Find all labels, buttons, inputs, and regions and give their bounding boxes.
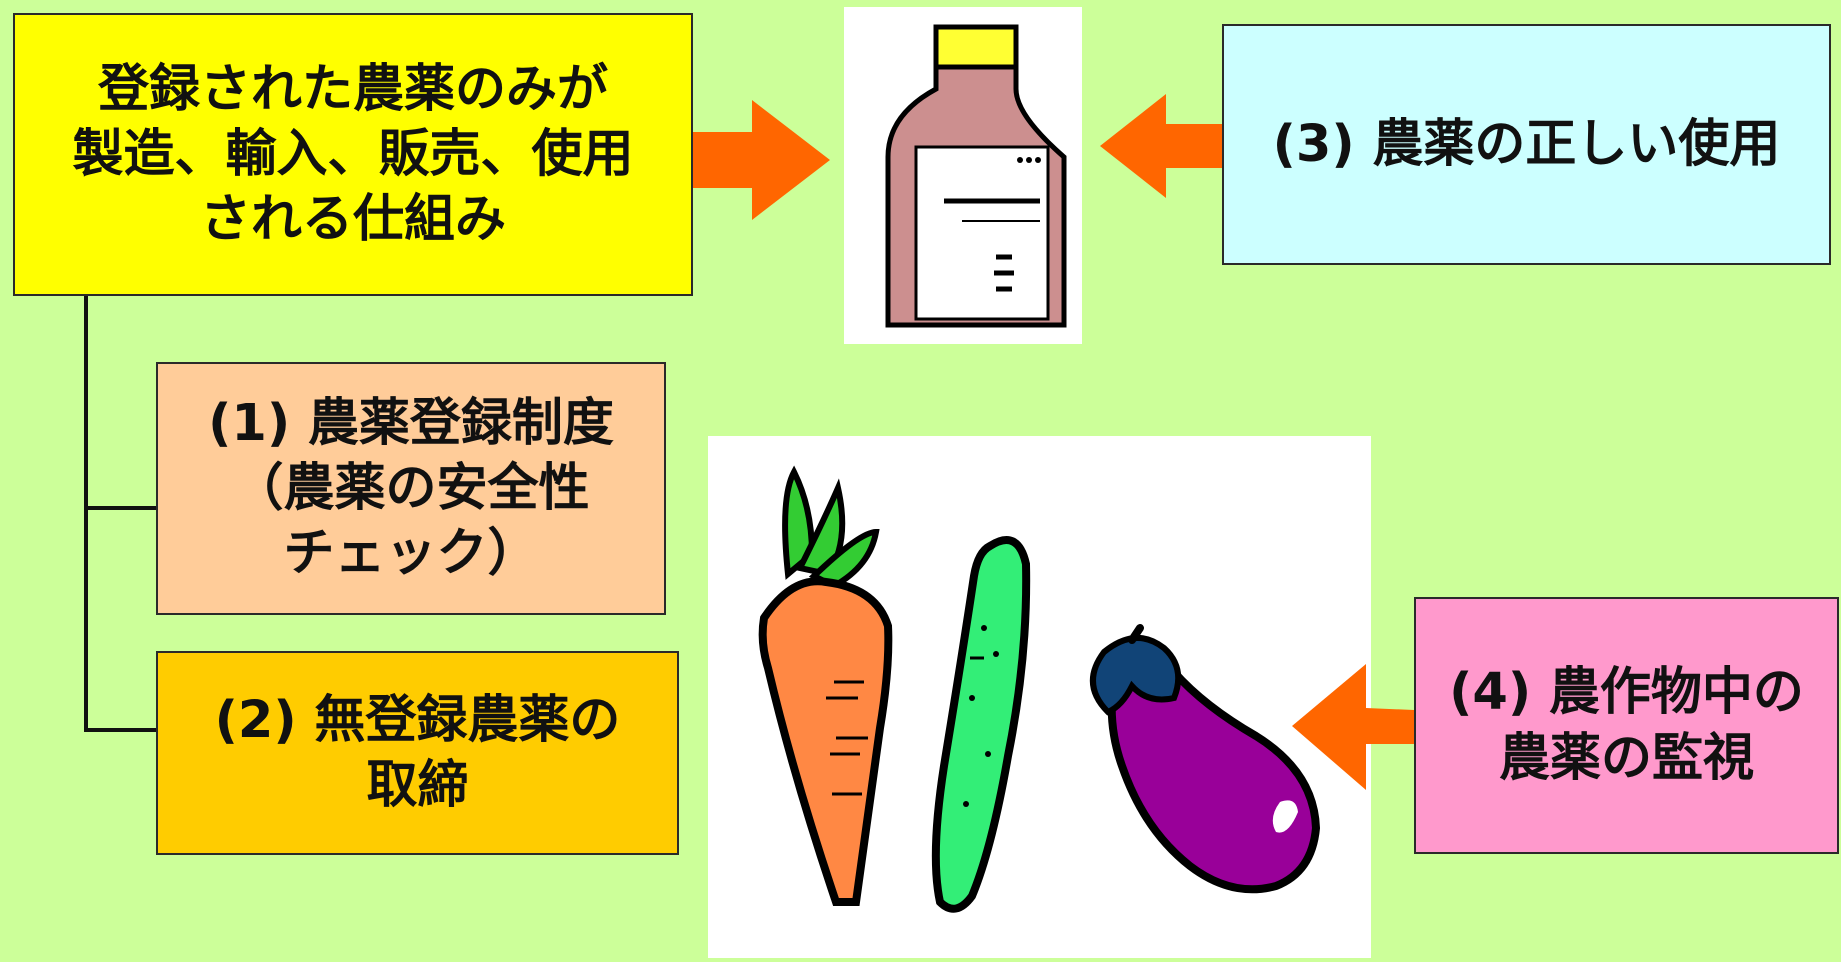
vegetables-illustration [758, 465, 1321, 913]
unregistered-crackdown-box: (2) 無登録農薬の 取締 [156, 651, 679, 855]
bottle-panel [844, 7, 1082, 344]
registered-pesticide-system-box: 登録された農薬のみが 製造、輸入、販売、使用 される仕組み [13, 13, 693, 296]
arrow-monitoring-to-vegetables [1292, 664, 1414, 790]
vegetables-panel [708, 436, 1371, 958]
correct-use-text: (3) 農薬の正しい使用 [1272, 114, 1781, 174]
eggplant-icon [1089, 624, 1321, 894]
arrow-system-to-bottle [693, 100, 830, 220]
cucumber-icon [931, 536, 1031, 913]
system-box-text: 登録された農薬のみが 製造、輸入、販売、使用 される仕組み [72, 59, 634, 250]
residue-monitoring-box: (4) 農作物中の 農薬の監視 [1414, 597, 1839, 854]
correct-use-box: (3) 農薬の正しい使用 [1222, 24, 1831, 265]
arrow-correct-use-to-bottle [1100, 94, 1222, 198]
crackdown-text: (2) 無登録農薬の 取締 [214, 690, 621, 815]
registration-text: (1) 農薬登録制度 （農薬の安全性 チェック） [208, 393, 614, 584]
carrot-icon [758, 465, 893, 906]
monitoring-text: (4) 農作物中の 農薬の監視 [1449, 663, 1804, 788]
registration-system-box: (1) 農薬登録制度 （農薬の安全性 チェック） [156, 362, 666, 615]
pesticide-bottle-icon [885, 24, 1067, 328]
